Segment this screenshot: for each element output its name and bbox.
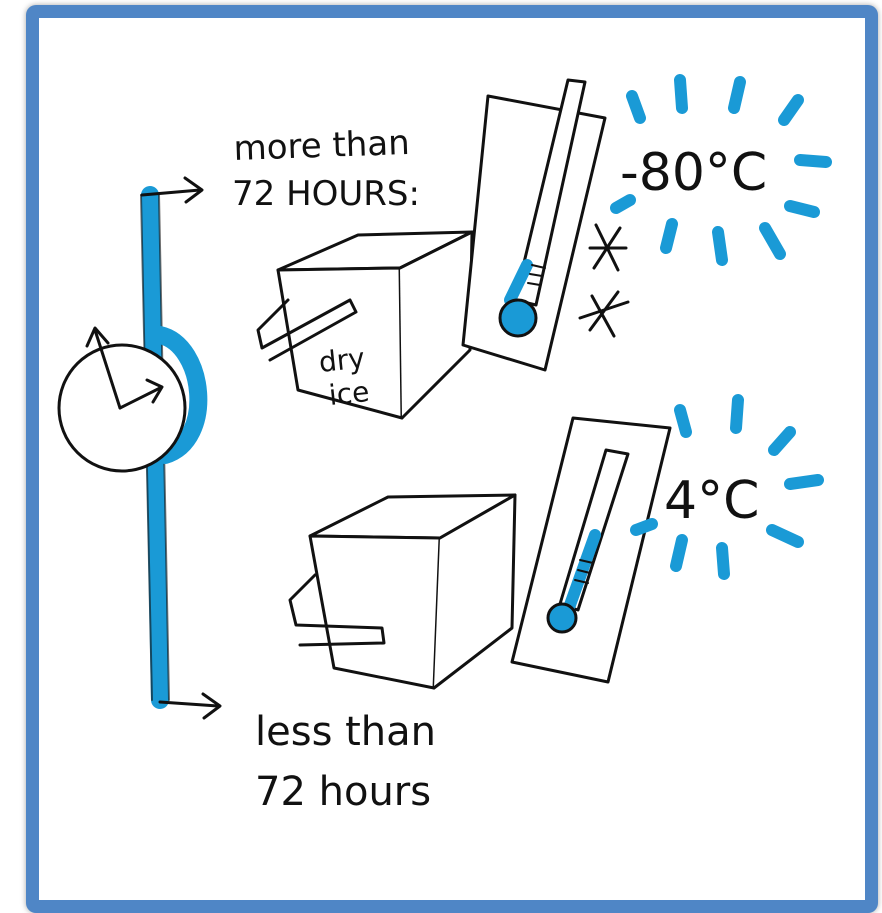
label-72-hours-top: 72 HOURS: (232, 174, 420, 214)
snowflake-icon (580, 225, 628, 336)
thermometer-cool-icon (512, 418, 670, 682)
temp-cold-label: -80°C (620, 143, 767, 203)
label-more-than: more than (233, 123, 410, 169)
temp-cool-label: 4°C (664, 471, 759, 531)
label-ice: ice (327, 375, 371, 412)
thermometer-cold-icon (463, 80, 605, 370)
clock-icon (59, 328, 185, 471)
label-dry: dry (317, 341, 366, 379)
label-less-than: less than (255, 709, 436, 755)
label-72-hours-bottom: 72 hours (255, 769, 431, 815)
cooler-box-bottom-icon (290, 495, 515, 688)
